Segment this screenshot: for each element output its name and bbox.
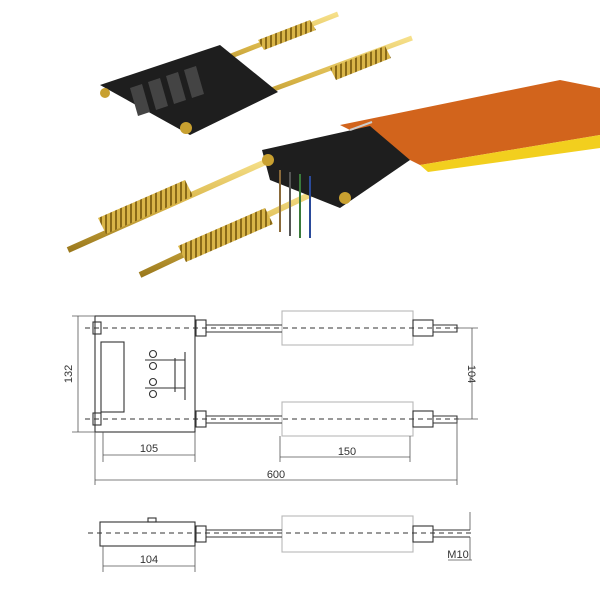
dim-104-spacing: 104: [465, 365, 477, 383]
terminals: [145, 349, 186, 400]
render-lower-collector: [66, 80, 600, 278]
busbar-edge: [420, 135, 600, 172]
dim-m10: M10: [447, 549, 468, 561]
dim-132: 132: [63, 365, 75, 383]
nut: [180, 122, 192, 134]
spring: [178, 208, 273, 262]
contact-plate: [100, 341, 125, 413]
spring-side: [281, 515, 414, 553]
nut: [339, 192, 351, 204]
nut: [262, 154, 274, 166]
dim-105: 105: [140, 443, 158, 455]
dim-150: 150: [338, 446, 356, 458]
block-side: [99, 521, 196, 547]
wires: [279, 121, 373, 238]
drawing-side-view: 104 M10: [88, 512, 472, 572]
block-slots: [130, 66, 204, 116]
drawing-top-view: 132 104 105 150 600: [63, 310, 478, 485]
render-upper-collector: [100, 11, 413, 135]
spring: [258, 20, 316, 50]
nut: [100, 88, 110, 98]
dim-600: 600: [267, 469, 285, 481]
block-outline: [94, 315, 196, 433]
spring: [98, 180, 193, 234]
dim-104-side: 104: [140, 554, 158, 566]
spring: [330, 46, 391, 80]
rods: [206, 324, 282, 424]
busbar: [340, 80, 600, 165]
insulator-block: [100, 45, 278, 135]
